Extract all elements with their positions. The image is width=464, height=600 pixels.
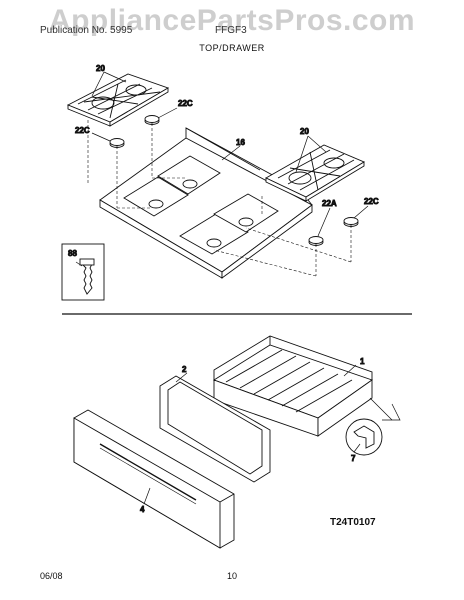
callout-22c-center: 22C: [178, 99, 193, 108]
callout-22c-right: 22C: [364, 197, 379, 206]
page-number: 10: [226, 571, 237, 581]
drawer-liner-frame: [159, 375, 271, 483]
callout-1: 1: [360, 357, 365, 366]
callout-20-left: 20: [96, 64, 105, 73]
clip-detail-circle: [345, 397, 401, 456]
screw-detail-box: [61, 243, 105, 301]
storage-drawer-box: [212, 335, 373, 437]
publication-number: Publication No. 5995: [40, 25, 133, 36]
footer-date: 06/08: [40, 571, 63, 581]
left-burner-grate: [66, 73, 170, 127]
section-title: TOP/DRAWER: [199, 43, 265, 53]
callout-20-right: 20: [300, 127, 309, 136]
drawer-leader-lines: [143, 364, 361, 505]
callout-88: 88: [68, 249, 77, 258]
watermark: AppliancePartsPros.com: [48, 4, 416, 37]
cooktop-maintop: [99, 127, 313, 279]
leader-lines: [91, 71, 369, 237]
burner-cap-22c-center: [144, 115, 160, 125]
callout-22c-left: 22C: [75, 126, 90, 135]
drawing-code: T24T0107: [330, 517, 376, 528]
callout-7: 7: [351, 454, 356, 463]
model-number: FFGF3: [215, 25, 247, 36]
callout-4: 4: [140, 505, 145, 514]
callout-16: 16: [236, 138, 245, 147]
right-burner-grate: [265, 144, 365, 202]
callout-2: 2: [182, 365, 187, 374]
callout-22a: 22A: [322, 199, 337, 208]
burner-cap-22a: [308, 236, 324, 246]
drawer-front-panel: [73, 409, 235, 549]
assembly-guide-lines: [87, 120, 352, 277]
